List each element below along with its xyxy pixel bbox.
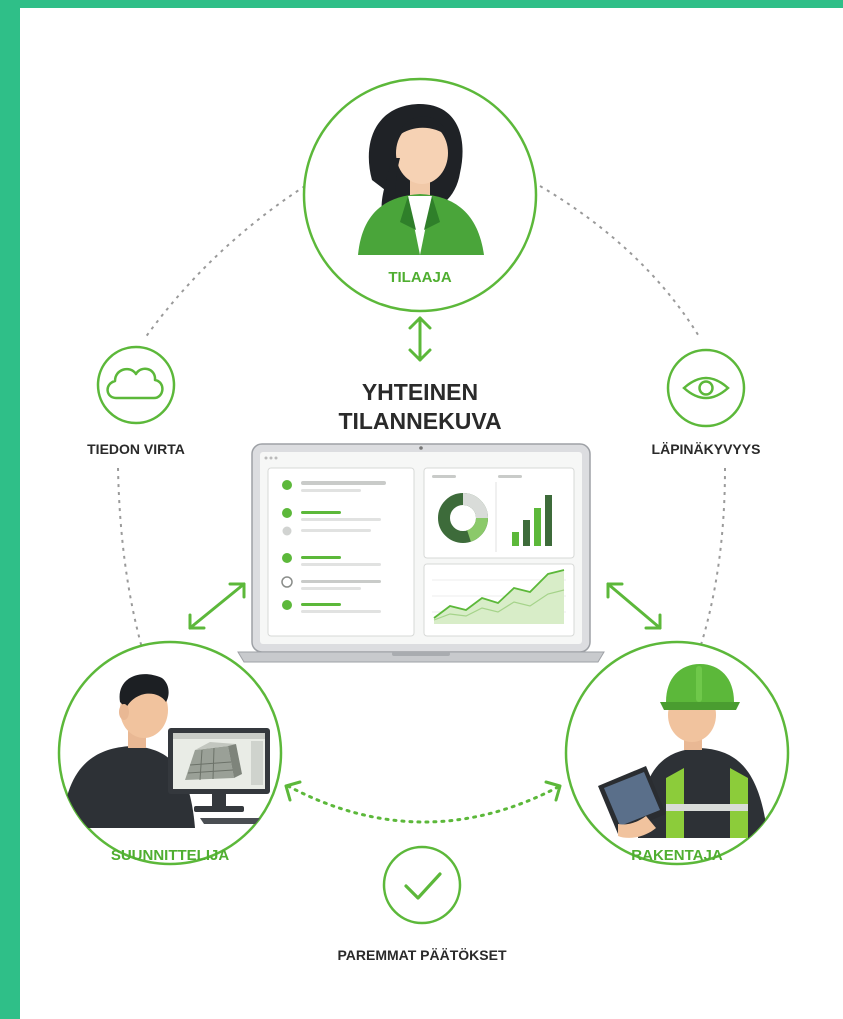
area-chart-panel [423,563,575,637]
bottom-arc-double-arrow-icon [284,780,562,824]
cloud-icon [106,367,164,400]
diagonal-double-arrow-right-icon [606,582,662,630]
collaboration-diagram: TILAAJA YHTEINEN TILANNEKUVA TIEDON VIRT… [57,77,790,963]
vertical-double-arrow-icon [408,316,432,362]
title-line2: TILANNEKUVA [338,408,501,434]
benefit-label-left: TIEDON VIRTA [87,441,185,457]
benefit-tiedon-virta: TIEDON VIRTA [87,345,185,457]
benefit-lapinakyvyys: LÄPINÄKYVYYS [652,348,761,457]
role-label-top: TILAAJA [388,269,452,286]
benefit-circle-bottom [382,845,462,925]
laptop-base [237,651,605,663]
title-line1: YHTEINEN [362,379,478,405]
diagonal-double-arrow-left-icon [188,582,246,630]
role-tilaaja: TILAAJA [302,77,538,313]
diagram-frame: TILAAJA YHTEINEN TILANNEKUVA TIEDON VIRT… [20,8,843,1019]
eye-icon [682,376,730,400]
connector-left [117,467,143,649]
connector-right [699,467,726,649]
construction-worker-icon [598,664,768,838]
bar-chart-icon [512,495,552,546]
role-rakentaja: RAKENTAJA [564,640,790,866]
dotted-connectors [117,185,726,649]
laptop-dashboard-icon [237,443,605,663]
connector-top-right [539,185,701,339]
designer-at-computer-icon [62,674,270,828]
benefit-circle-left [96,345,176,425]
tablet-icon [598,766,666,838]
benefit-circle-right [666,348,746,428]
benefit-paremmat-paatokset: PAREMMAT PÄÄTÖKSET [337,845,507,963]
donut-bar-panel [423,467,575,559]
checkmark-icon [404,872,442,900]
role-label-right: RAKENTAJA [631,847,723,864]
benefit-label-right: LÄPINÄKYVYYS [652,441,761,457]
role-suunnittelija: SUUNNITTELIJA [57,640,283,866]
benefit-label-bottom: PAREMMAT PÄÄTÖKSET [337,947,506,963]
role-label-left: SUUNNITTELIJA [111,847,230,864]
task-list-panel [267,467,415,637]
connector-top-left [144,185,306,339]
businesswoman-avatar-icon [358,103,484,255]
donut-chart-icon [438,493,488,543]
